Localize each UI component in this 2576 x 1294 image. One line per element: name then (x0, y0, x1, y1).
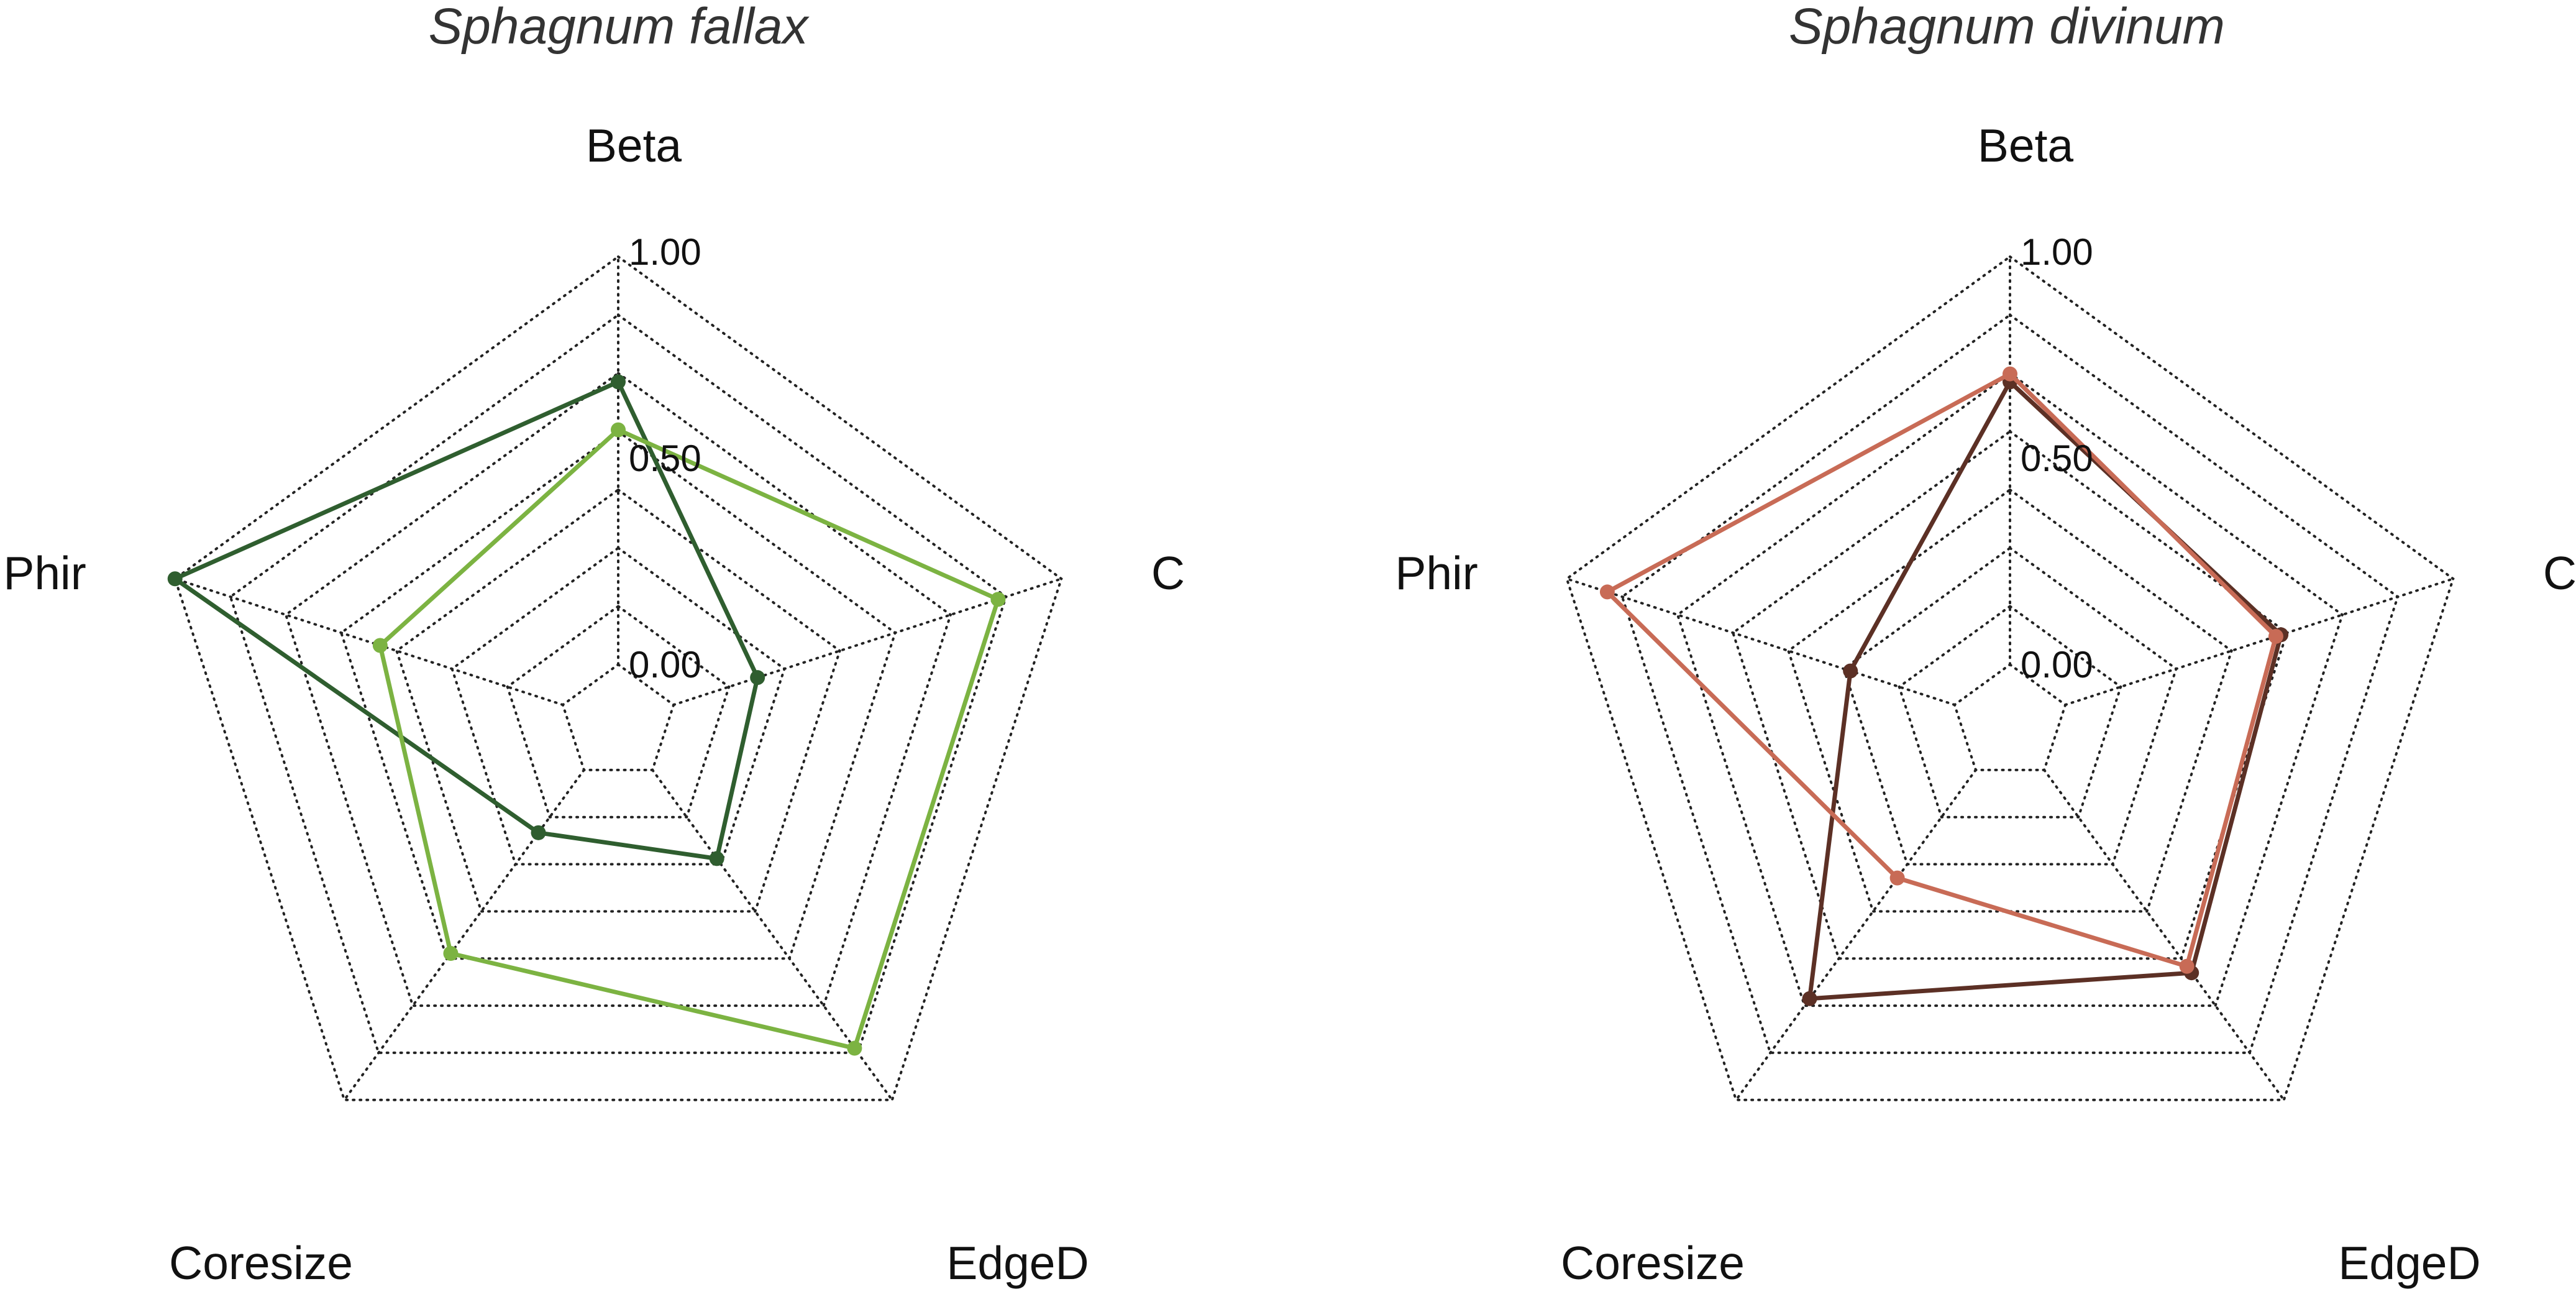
axis-label-beta: Beta (1978, 119, 2074, 172)
axis-label-edged: EdgeD (2338, 1237, 2480, 1289)
axis-label-edged: EdgeD (946, 1237, 1089, 1289)
grid-ring-1 (1953, 663, 2067, 771)
grid-spoke-c (2064, 577, 2455, 707)
axis-label-phir: Phir (3, 547, 86, 599)
axis-label-c: C (1151, 547, 1185, 599)
series-1-point-c (750, 670, 765, 686)
series-1-point-coresize (531, 825, 546, 840)
grid-ring-6 (284, 372, 952, 1007)
series-2-line (1605, 372, 2278, 969)
grid-ring-5 (339, 429, 897, 960)
axis-label-coresize: Coresize (169, 1237, 353, 1289)
series-1-point-phir (1843, 663, 1858, 679)
series-2-point-coresize (1889, 870, 1905, 886)
grid-spoke-edged (2043, 768, 2285, 1101)
series-1-point-phir (167, 571, 183, 587)
series-1-point-edged (709, 851, 724, 866)
grid-spoke-phir (1565, 577, 1956, 707)
tick-label-0.00: 0.00 (629, 644, 701, 686)
grid-spoke-c (672, 577, 1063, 707)
series-1-line (1807, 379, 2283, 1001)
series-2-point-phir (372, 638, 388, 653)
grid-ring-5 (1731, 429, 2289, 960)
grid-ring-6 (1676, 372, 2344, 1007)
grid-ring-2 (506, 605, 731, 819)
grid-ring-7 (229, 313, 1008, 1054)
grid-spoke-edged (651, 768, 893, 1101)
grid-ring-8 (173, 255, 1063, 1101)
radar-chart-sphagnum-divinum: Sphagnum divinum Beta C EdgeD Coresize P… (1395, 0, 2576, 1289)
radar-series (1599, 366, 2289, 1006)
grid-ring-1 (561, 663, 675, 771)
chart-title: Sphagnum fallax (429, 0, 810, 55)
axis-label-beta: Beta (586, 119, 682, 172)
axis-label-coresize: Coresize (1561, 1237, 1745, 1289)
grid-ring-3 (450, 546, 786, 866)
tick-label-0.50: 0.50 (629, 438, 701, 479)
chart-title: Sphagnum divinum (1789, 0, 2225, 55)
grid-ring-3 (1842, 546, 2178, 866)
axis-label-phir: Phir (1395, 547, 1478, 599)
grid-spoke-coresize (343, 768, 585, 1101)
series-2-point-edged (847, 1040, 862, 1056)
tick-label-1.00: 1.00 (629, 231, 701, 273)
grid-ring-8 (1565, 255, 2455, 1101)
tick-label-0.50: 0.50 (2021, 438, 2093, 479)
axis-label-c: C (2543, 547, 2576, 599)
series-2-point-c (990, 592, 1006, 607)
series-2-point-beta (2003, 366, 2017, 382)
radar-series (167, 374, 1006, 1056)
radar-grid (173, 255, 1063, 1101)
series-1-line (173, 379, 760, 861)
series-2-point-coresize (443, 945, 459, 961)
radar-chart-sphagnum-fallax: Sphagnum fallax Beta C EdgeD Coresize Ph… (3, 0, 1185, 1289)
tick-label-0.00: 0.00 (2021, 644, 2093, 686)
series-2-point-beta (611, 422, 626, 438)
grid-spoke-coresize (1735, 768, 1977, 1101)
grid-ring-4 (395, 488, 841, 913)
series-1-point-beta (611, 374, 626, 390)
tick-label-1.00: 1.00 (2021, 231, 2093, 273)
series-2-point-c (2268, 628, 2283, 644)
grid-ring-2 (1898, 605, 2122, 819)
series-2-point-phir (1599, 584, 1615, 600)
grid-spoke-phir (173, 577, 564, 707)
series-2-line (378, 428, 1000, 1051)
series-1-point-coresize (1802, 991, 1817, 1006)
series-2-point-edged (2179, 958, 2195, 974)
